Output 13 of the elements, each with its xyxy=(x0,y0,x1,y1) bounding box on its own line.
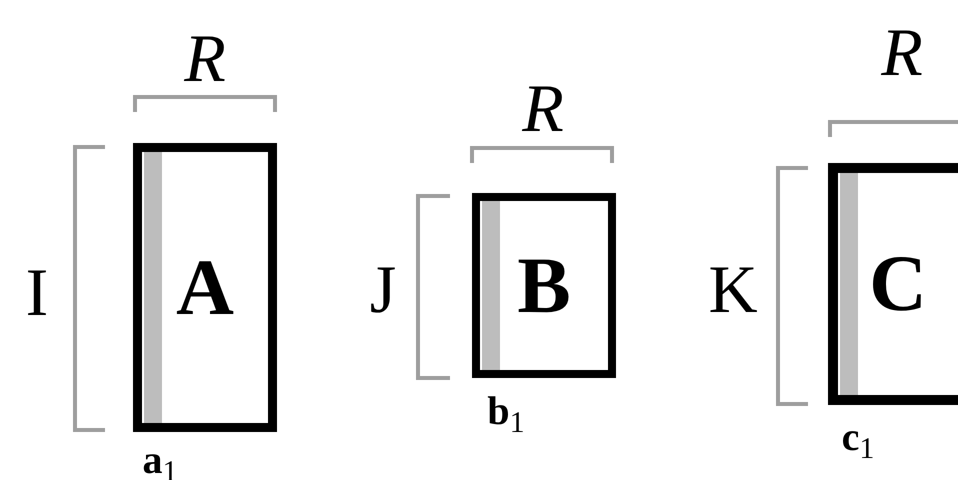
dimension-label: R xyxy=(522,74,564,142)
dimension-label: I xyxy=(26,258,48,326)
box-letter: B xyxy=(517,246,571,326)
box-letter: A xyxy=(176,248,234,328)
corner-label: b$_{1}$ xyxy=(487,391,525,431)
box-letter: C xyxy=(869,244,927,324)
corner-label: c$_{1}$ xyxy=(842,417,874,457)
rectangle-box xyxy=(472,193,616,378)
dimension-label: J xyxy=(370,255,396,323)
rectangle-box xyxy=(133,143,277,432)
dimension-label: R xyxy=(184,24,226,92)
dimension-label: R xyxy=(881,18,923,86)
dimension-label: K xyxy=(708,255,758,323)
